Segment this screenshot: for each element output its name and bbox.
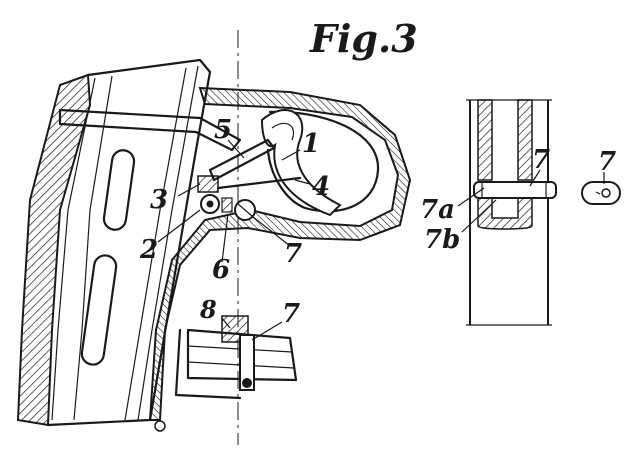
- grip-slot-upper: [102, 149, 136, 231]
- tube-bottom: [477, 197, 533, 230]
- label-4: 4: [312, 172, 330, 202]
- pistol-frame-section: [16, 30, 412, 445]
- grip-band: [58, 108, 242, 152]
- label-7-right: 7: [532, 145, 550, 175]
- label-5: 5: [214, 115, 232, 145]
- trigger-link: [216, 176, 302, 190]
- pin-end-view: [581, 181, 621, 205]
- trigger-guard-opening: [266, 110, 380, 213]
- sear-lever: [208, 138, 276, 182]
- label-7-lower: 7: [282, 299, 300, 329]
- label-2: 2: [139, 235, 158, 265]
- label-8: 8: [199, 295, 217, 324]
- leader-lines-left: [157, 139, 311, 341]
- frame-body: [148, 86, 412, 421]
- label-7b: 7b: [424, 225, 460, 255]
- tube-wall: [477, 99, 493, 181]
- spring-block: [197, 175, 219, 193]
- cross-pin: [473, 181, 557, 199]
- sectional-detail: [466, 99, 557, 326]
- label-1: 1: [302, 129, 320, 159]
- label-6: 6: [212, 255, 230, 285]
- label-7-trigger: 7: [284, 239, 302, 269]
- figure-title: Fig.3: [309, 16, 418, 61]
- grip-back-strap: [16, 73, 92, 427]
- magazine-housing: [46, 58, 212, 427]
- label-3: 3: [150, 185, 168, 215]
- lower-pin: [239, 334, 255, 391]
- leader-lines-right: [457, 169, 605, 233]
- label-7-far-right: 7: [598, 147, 616, 177]
- label-7a: 7a: [420, 195, 455, 225]
- grip-slot-lower: [80, 254, 118, 366]
